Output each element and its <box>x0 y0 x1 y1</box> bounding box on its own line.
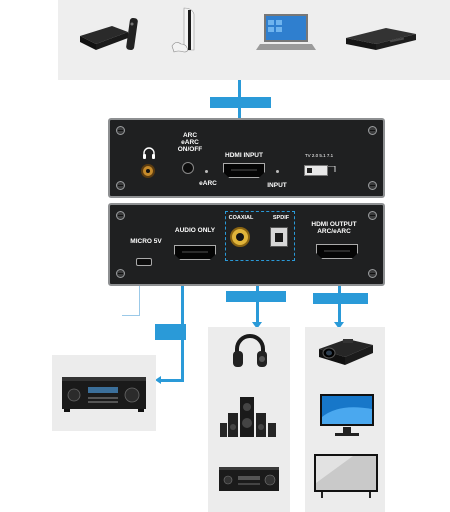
receiver-connector-line <box>160 379 184 382</box>
coaxial-label: COAXIAL <box>228 215 254 221</box>
coaxial-port <box>230 227 250 247</box>
screw-icon <box>116 269 125 278</box>
headphones-icon <box>232 331 268 371</box>
audio-arrow-icon <box>252 322 262 329</box>
audio-devices-card <box>208 327 290 512</box>
power-cable-line <box>139 286 140 316</box>
projector-icon <box>317 331 375 371</box>
hdmi-input-port <box>223 163 265 178</box>
power-cable-line <box>122 315 140 316</box>
input-label: INPUT <box>267 182 287 189</box>
av-receiver-icon <box>60 373 148 413</box>
source-devices-panel <box>58 0 450 80</box>
dvd-player-icon <box>346 26 416 52</box>
screw-icon <box>368 126 377 135</box>
audio-only-hdmi-port <box>174 245 216 260</box>
screw-icon <box>368 211 377 220</box>
hdmi-output-label: HDMI OUTPUT ARC/eARC <box>311 221 357 235</box>
headphone-jack-icon <box>142 146 156 160</box>
bottom-device-panel: MICRO 5V AUDIO ONLY COAXIAL SPDIF HDMI O… <box>108 203 385 286</box>
micro-usb-port <box>136 258 152 266</box>
display-connector-line <box>338 286 341 324</box>
hdmi-input-label: HDMI INPUT <box>225 152 263 159</box>
display-arrow-icon <box>334 322 344 329</box>
earc-indicator-led <box>205 170 208 173</box>
input-connector-line <box>238 80 241 142</box>
audio-connector-line <box>256 286 259 324</box>
speaker-system-icon <box>218 393 280 441</box>
audio-outputs-frame <box>225 211 295 261</box>
screw-icon <box>368 181 377 190</box>
earc-label: eARC <box>199 180 217 187</box>
arc-switch-button[interactable] <box>182 162 194 174</box>
tv-channel-label: TV 2.0 5.1 7.1 <box>304 153 334 158</box>
hdmi-output-port <box>316 244 358 259</box>
audio-only-label: AUDIO ONLY <box>174 227 216 234</box>
screw-icon <box>116 126 125 135</box>
amplifier-icon <box>218 465 280 495</box>
tv-box-icon <box>78 16 140 56</box>
receiver-card <box>52 355 156 431</box>
spdif-label: SPDIF <box>272 215 290 221</box>
receiver-arrow-icon <box>155 376 161 384</box>
input-indicator-led <box>276 170 279 173</box>
audio-jack-port <box>141 164 155 178</box>
screw-icon <box>116 181 125 190</box>
game-console-icon <box>170 6 210 54</box>
television-icon <box>313 453 379 499</box>
screw-icon <box>116 211 125 220</box>
spdif-port <box>270 227 288 247</box>
receiver-connector-bar <box>155 324 186 340</box>
screw-icon <box>368 269 377 278</box>
arc-switch-label: ARC eARC ON/OFF <box>177 132 203 153</box>
audio-connector-bar <box>226 291 286 302</box>
display-connector-bar <box>313 293 368 304</box>
laptop-icon <box>256 12 316 54</box>
display-devices-card <box>305 327 385 512</box>
channel-selector-switch[interactable] <box>304 165 328 176</box>
top-device-panel: ARC eARC ON/OFF eARC HDMI INPUT INPUT TV… <box>108 118 385 198</box>
micro-5v-label: MICRO 5V <box>130 238 162 245</box>
monitor-icon <box>319 393 375 439</box>
